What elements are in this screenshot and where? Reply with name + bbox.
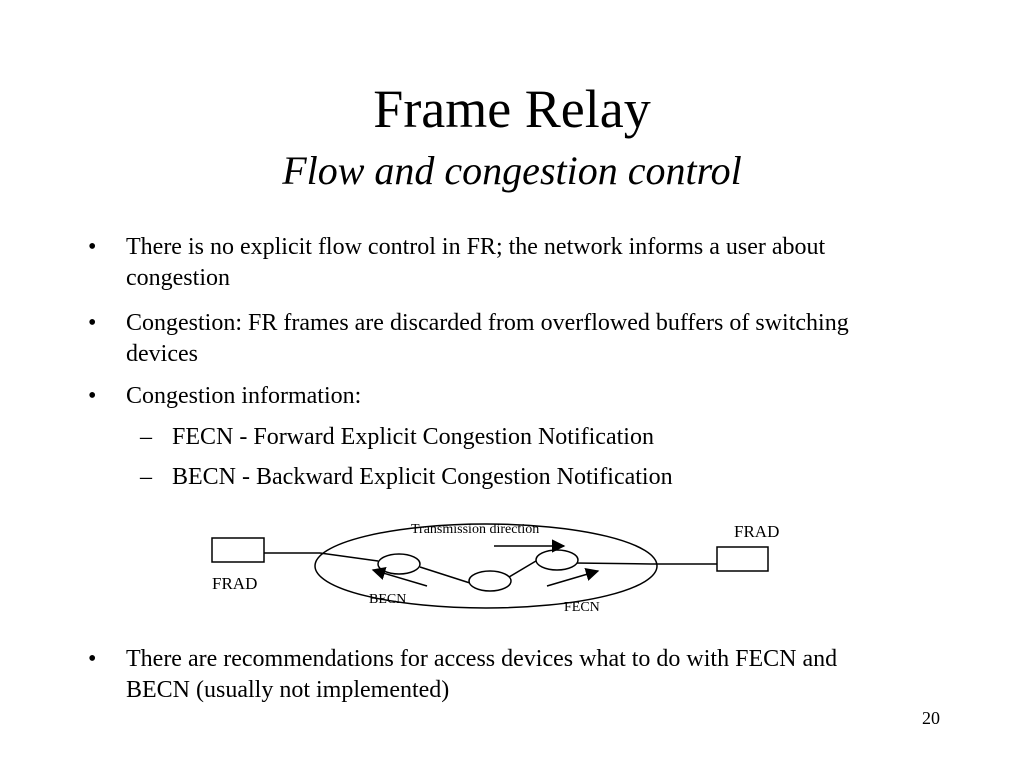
slide-title: Frame Relay [373,79,651,139]
sub-bullet-marker: – [140,464,152,490]
sub-bullet-text: BECN - Backward Explicit Congestion Noti… [172,464,673,490]
bullet-text: Congestion: FR frames are discarded from… [126,310,849,367]
bullet-marker: • [88,310,97,336]
frad-right-box [716,546,769,572]
bullet-text: Congestion information: [126,383,362,409]
slide-subtitle: Flow and congestion control [282,148,742,193]
becn-arrow [371,566,428,587]
switch-node [377,553,421,575]
transmission-direction-label: Transmission direction [411,522,539,537]
frad-left-box [211,537,265,563]
network-cloud [314,523,658,609]
bullet-text: There are recommendations for access dev… [126,646,838,703]
switch-node [535,549,579,571]
bullet-marker: • [88,234,97,260]
sub-bullet-marker: – [140,424,152,450]
network-link [319,552,379,562]
bullet-text: There is no explicit flow control in FR;… [126,234,826,291]
network-link [573,562,652,565]
becn-label: BECN [369,592,406,607]
sub-bullet-text: FECN - Forward Explicit Congestion Notif… [172,424,654,450]
network-link [503,557,542,581]
switch-node [468,570,512,592]
page-number: 20 [922,708,940,728]
frad-left-label: FRAD [212,574,257,593]
network-link [419,566,474,585]
bullet-marker: • [88,383,97,409]
fecn-label: FECN [564,600,600,615]
fecn-arrow [546,567,600,587]
bullet-marker: • [88,646,97,672]
frad-right-label: FRAD [734,522,779,541]
